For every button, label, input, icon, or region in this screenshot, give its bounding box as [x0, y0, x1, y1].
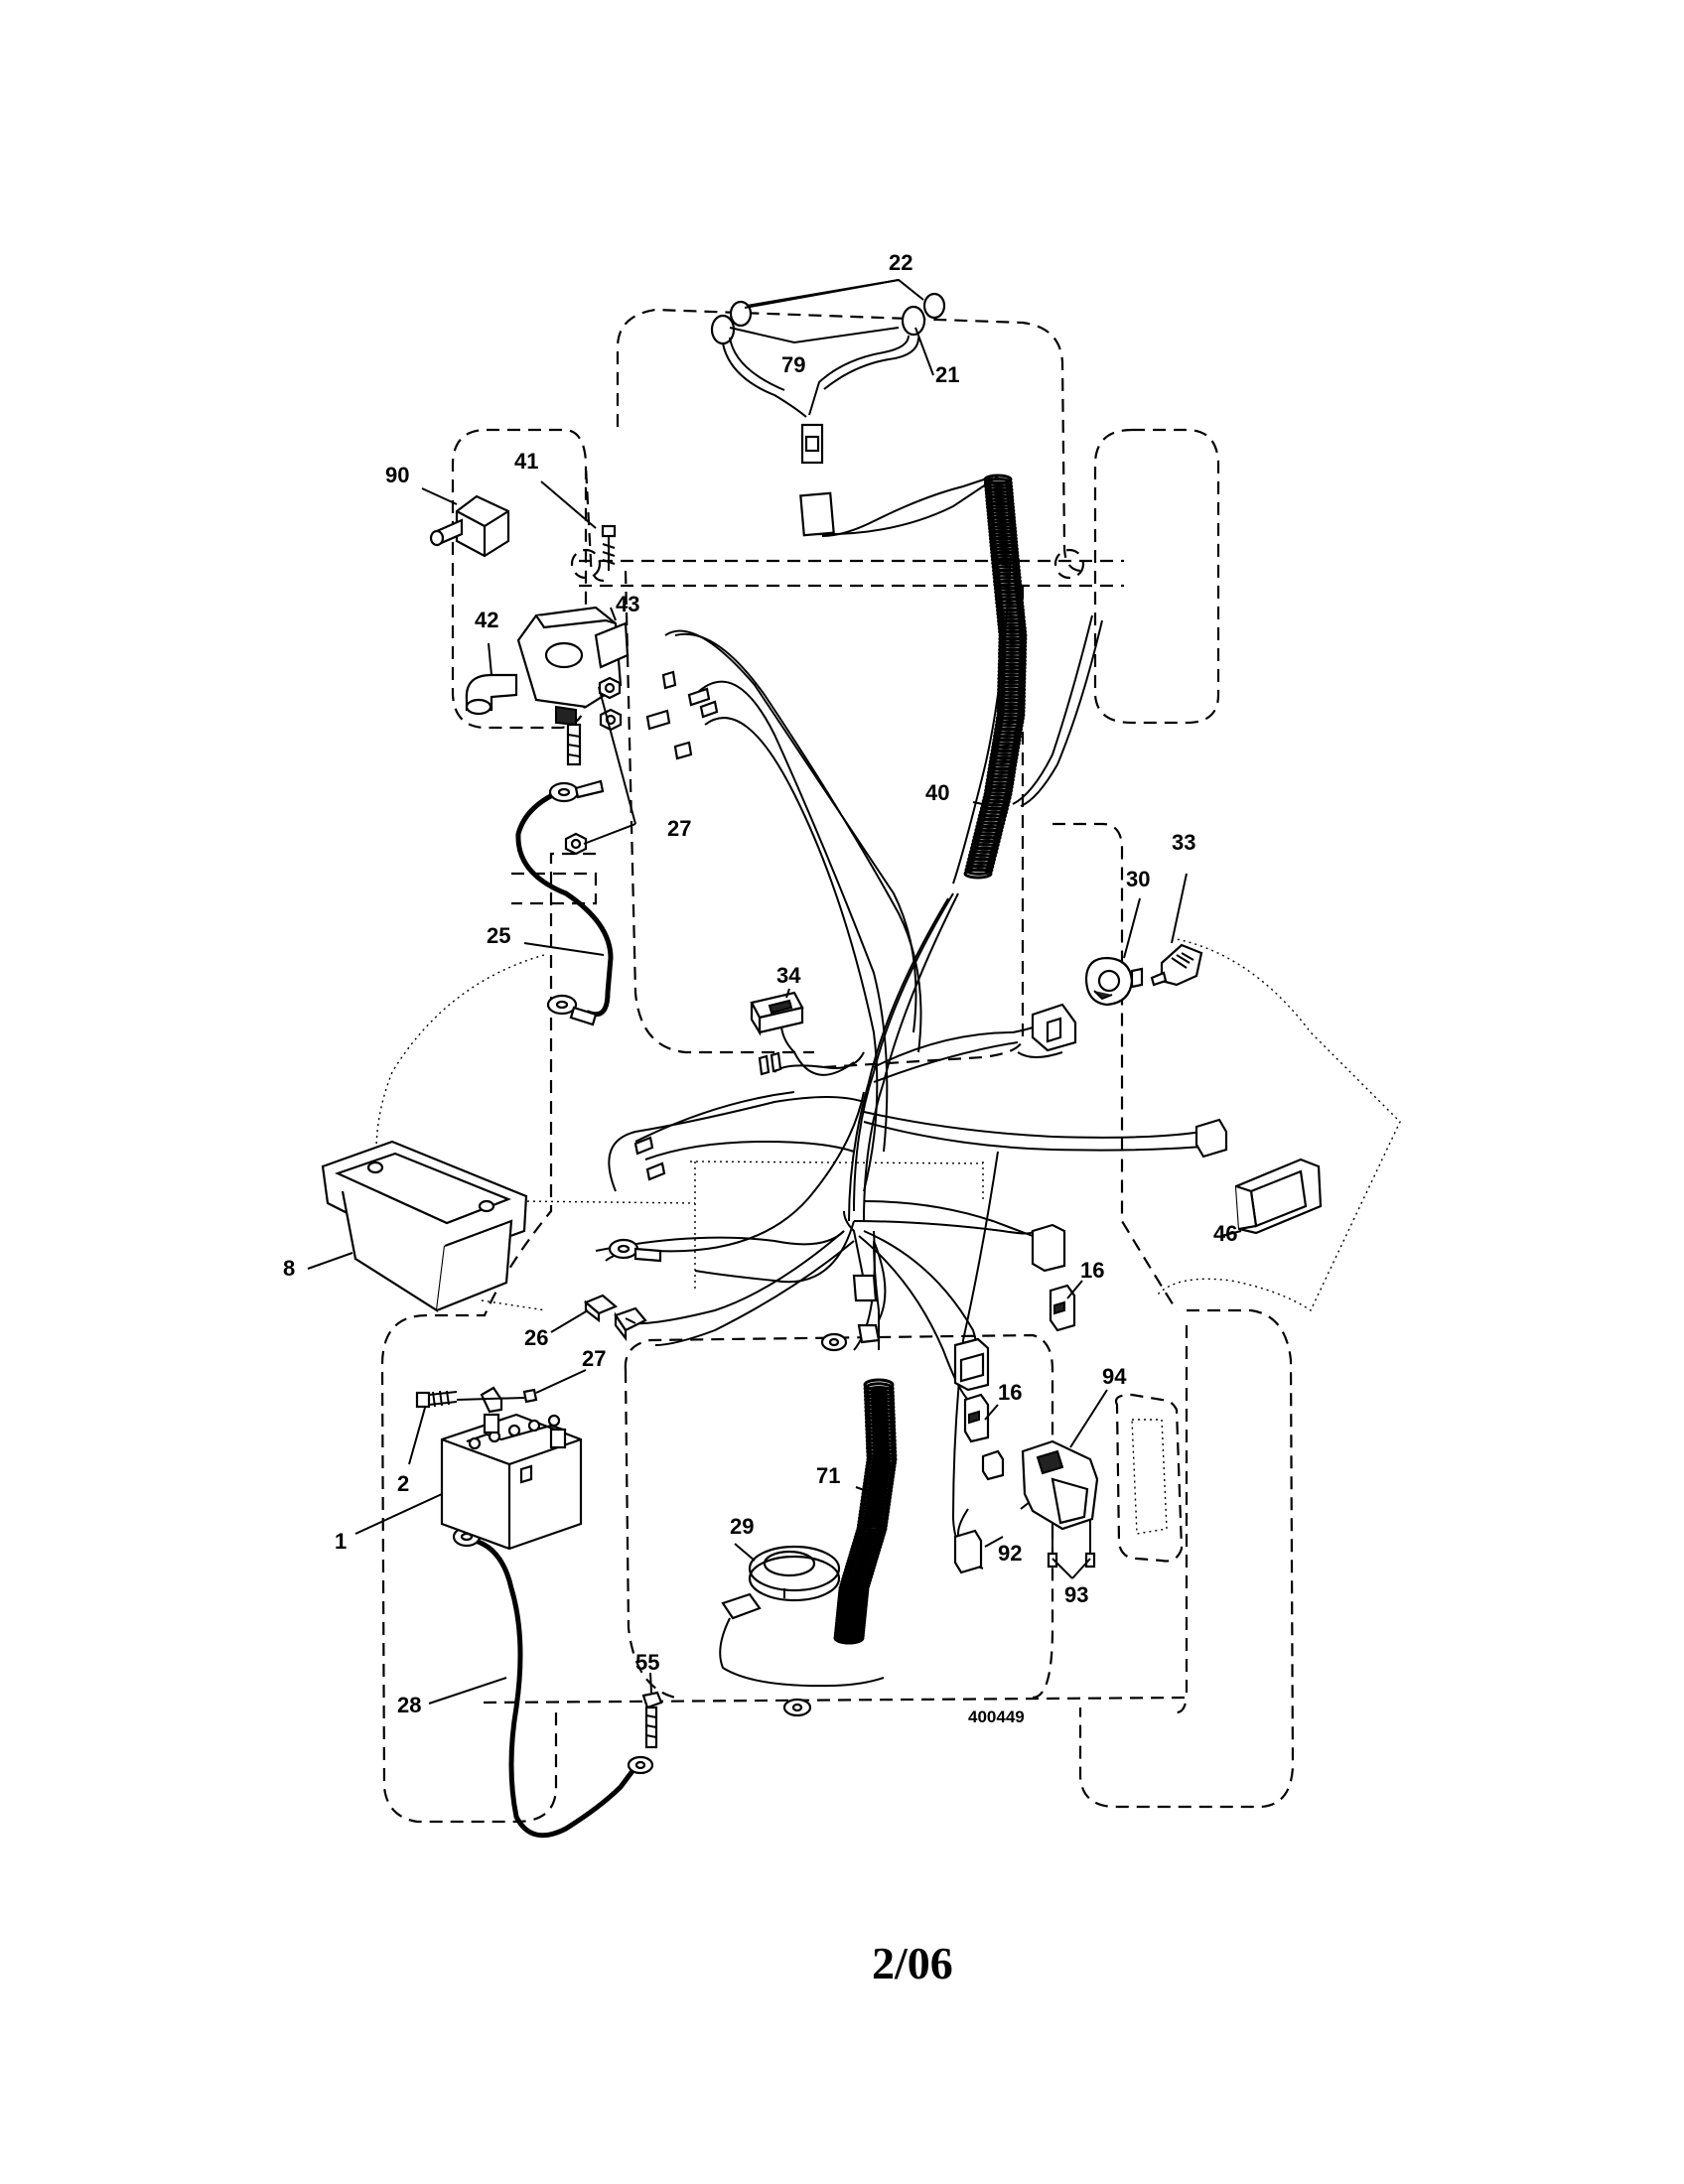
seat-pan-outline: [375, 937, 1401, 1312]
seat-pan-right: [1114, 1393, 1184, 1563]
drawing-number: 400449: [968, 1707, 1025, 1726]
callout-1: 1: [335, 1529, 347, 1554]
callout-27-top: 27: [667, 816, 691, 841]
callout-92: 92: [998, 1541, 1022, 1566]
callout-94: 94: [1102, 1364, 1127, 1389]
callout-25: 25: [487, 923, 510, 948]
part-34-switch: [750, 991, 804, 1036]
part-42-elbow: [465, 673, 518, 716]
callout-41: 41: [514, 449, 538, 474]
callout-2: 2: [397, 1471, 409, 1496]
part-33-key: [1150, 943, 1203, 987]
part-43-solenoid: [516, 606, 630, 766]
headlight-assembly: [710, 292, 946, 537]
part-29-seat-switch: [719, 1545, 885, 1688]
callout-34: 34: [776, 963, 801, 988]
part-55-bolt: [641, 1691, 663, 1749]
part-30-ignition-switch: [1084, 956, 1144, 1007]
callout-40: 40: [925, 780, 949, 805]
callout-16-lower: 16: [998, 1380, 1022, 1405]
conduit-71: [833, 1378, 898, 1645]
callout-46: 46: [1213, 1221, 1237, 1246]
part-26-covers: [583, 1294, 647, 1342]
connector-right: [1194, 1118, 1228, 1159]
battery-cables: [464, 786, 638, 1839]
callout-26: 26: [524, 1325, 548, 1350]
callout-27-lower: 27: [582, 1346, 606, 1371]
conduit-40: [821, 474, 1028, 880]
part-16-relay-lower: [963, 1393, 990, 1443]
connector-block-30: [1031, 1003, 1077, 1052]
connector-lower: [953, 1337, 990, 1392]
part-41-bolt: [601, 524, 617, 571]
part-1-battery: [440, 1413, 583, 1551]
callout-8: 8: [283, 1256, 295, 1281]
callout-42: 42: [475, 608, 498, 632]
part-90-knob: [429, 494, 510, 558]
callout-16-upper: 16: [1080, 1258, 1104, 1283]
leader-lines: [307, 278, 1242, 1705]
spade-connectors: [633, 670, 782, 1181]
harness-wires: [595, 476, 1202, 1570]
tractor-outline: [380, 308, 1295, 1824]
part-16-relay-upper: [1049, 1284, 1076, 1332]
part-92-connector: [953, 1449, 1005, 1574]
callout-29: 29: [730, 1514, 754, 1539]
part-27-nuts-top: [564, 676, 623, 856]
conduit-coil-ring: [964, 864, 994, 876]
callout-33: 33: [1172, 830, 1195, 855]
callout-28: 28: [397, 1693, 421, 1717]
conduit-coil-ring: [963, 868, 993, 880]
callout-79: 79: [781, 352, 805, 377]
callout-21: 21: [935, 362, 959, 387]
callout-71: 71: [816, 1463, 840, 1488]
connectors-center: [852, 1223, 1066, 1344]
callout-90: 90: [385, 463, 409, 487]
callout-30: 30: [1126, 867, 1150, 891]
callout-55: 55: [635, 1650, 659, 1675]
part-46-module: [1234, 1158, 1323, 1235]
callout-22: 22: [889, 250, 912, 275]
part-94-switch: [1021, 1439, 1099, 1569]
callout-93: 93: [1064, 1582, 1088, 1607]
part-2-bolt: [415, 1386, 538, 1414]
conduit-coil-ring: [833, 1631, 865, 1645]
ring-terminals: [452, 779, 848, 1775]
page-footer: 2/06: [872, 1938, 953, 1988]
part-8-battery-tray: [321, 1140, 528, 1312]
callout-labels: 22 79 21 90 41 43 42 27 40 33 30 25 34 8…: [283, 250, 1237, 1988]
callout-43: 43: [616, 592, 639, 616]
